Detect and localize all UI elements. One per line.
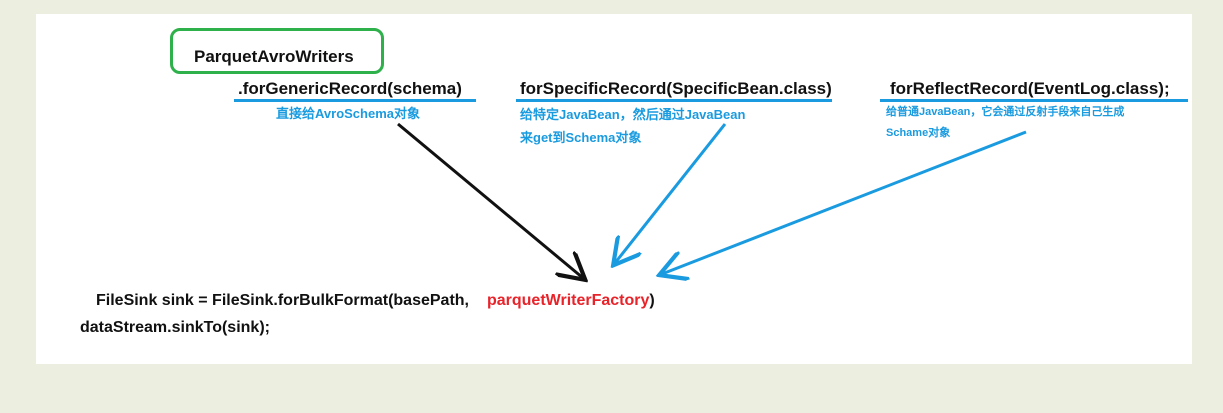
method-generic-label: .forGenericRecord(schema) [238,79,462,98]
method-generic-underline [234,99,476,102]
method-generic-note: 直接给AvroSchema对象 [276,106,420,121]
method-reflect-note-line1: 给普通JavaBean，它会通过反射手段来自己生成 [886,106,1125,118]
method-specific-label: forSpecificRecord(SpecificBean.class) [520,79,832,98]
method-reflect-label: forReflectRecord(EventLog.class); [890,79,1170,98]
arrow-specific [615,123,727,263]
method-specific-underline [516,99,832,102]
arrow-generic [397,122,583,278]
arrow-reflect [662,130,1027,274]
code-line-1-prefix: FileSink sink = FileSink.forBulkFormat(b… [96,292,469,309]
code-line-1-suffix: ) [649,292,655,309]
code-line-1: FileSink sink = FileSink.forBulkFormat(b… [96,292,655,310]
method-reflect-underline [880,99,1188,102]
method-reflect-note-line2: Schame对象 [886,127,951,139]
method-specific-note-line2: 来get到Schema对象 [520,130,642,145]
writer-class-label: ParquetAvroWriters [194,47,354,66]
method-specific-note-line1: 给特定JavaBean，然后通过JavaBean [520,107,746,122]
factory-variable: parquetWriterFactory [486,292,650,309]
writer-class-box [170,28,384,74]
code-line-2: dataStream.sinkTo(sink); [80,319,270,336]
